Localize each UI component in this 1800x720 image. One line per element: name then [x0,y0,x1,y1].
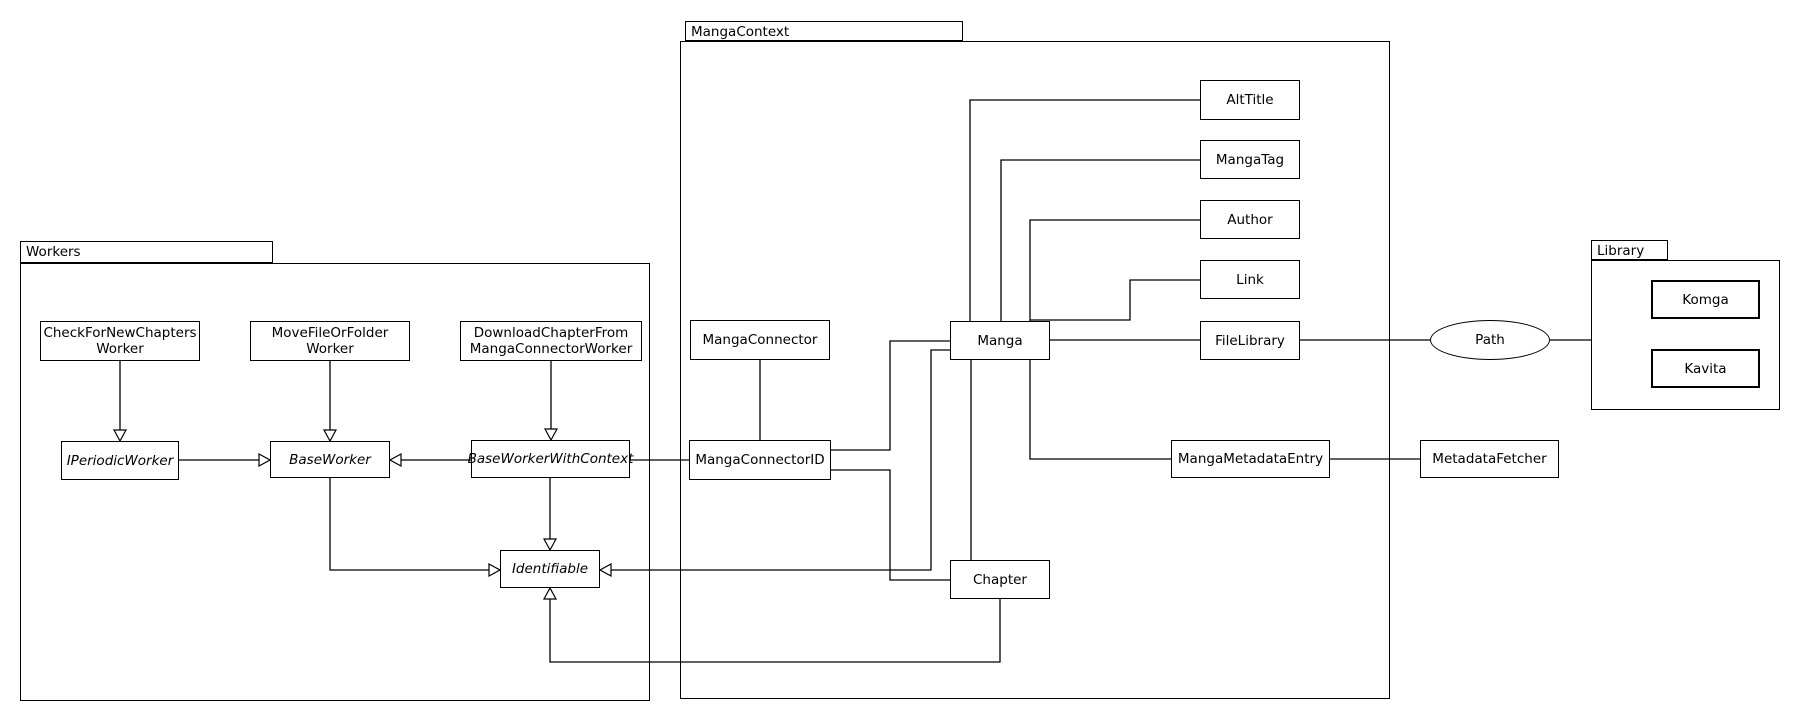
package-tab-workers: Workers [20,241,273,263]
class-checkfornewchaptersworker: CheckForNewChapters Worker [40,321,200,361]
edge-downloadworker-baseworkerwithcontext [543,361,559,442]
package-tab-library: Library [1591,240,1668,260]
class-label: Worker [96,341,144,357]
class-mangaconnector: MangaConnector [690,320,830,360]
class-label: MoveFileOrFolder [271,325,389,341]
edge-manga-mangametadataentry [1029,360,1171,460]
class-chapter: Chapter [950,560,1050,599]
interface-baseworker: BaseWorker [270,441,390,478]
class-label: MangaConnectorWorker [469,341,633,357]
class-label: DownloadChapterFrom [473,325,629,341]
ellipse-path: Path [1430,320,1550,360]
class-mangametadataentry: MangaMetadataEntry [1171,440,1330,478]
package-body-workers [20,263,650,701]
interface-iperiodicworker: IPeriodicWorker [61,441,179,480]
class-kavita: Kavita [1651,349,1760,388]
class-label: Worker [306,341,354,357]
edge-iperiodicworker-baseworker [179,452,272,468]
edge-manga-identifiable [598,349,950,578]
class-mangatag: MangaTag [1200,140,1300,179]
class-downloadchapterfrommangaconnectorworker: DownloadChapterFrom MangaConnectorWorker [460,321,642,361]
package-body-library [1591,260,1780,410]
class-filelibrary: FileLibrary [1200,321,1300,360]
class-link: Link [1200,260,1300,299]
class-metadatafetcher: MetadataFetcher [1420,440,1559,478]
interface-identifiable: Identifiable [500,550,600,588]
class-mangaconnectorid: MangaConnectorID [689,440,831,480]
edge-manga-mangatag [1000,159,1200,321]
class-komga: Komga [1651,280,1760,319]
class-manga: Manga [950,321,1050,360]
class-movefileorfolderworker: MoveFileOrFolder Worker [250,321,410,361]
edge-mangaconnectorid-manga [831,340,950,451]
package-body-mangacontext [680,41,1390,699]
interface-baseworkerwithcontext: BaseWorkerWithContext [468,440,633,478]
edge-baseworkerwithcontext-baseworker [388,452,471,468]
edge-manga-author [1029,219,1200,321]
edge-baseworker-identifiable [329,478,502,578]
edge-chapter-identifiable [542,586,1001,663]
package-tab-mangacontext: MangaContext [685,21,963,41]
edge-baseworkerwithcontext-identifiable [542,478,558,552]
edge-manga-alttitle [969,99,1200,321]
class-author: Author [1200,200,1300,239]
class-alttitle: AltTitle [1200,80,1300,120]
edge-mangaconnectorid-chapter [831,469,950,581]
edge-moveworker-baseworker [322,361,338,443]
class-label: CheckForNewChapters [43,325,197,341]
edge-manga-link [1030,279,1200,321]
edge-checkworker-iperiodicworker [112,361,128,443]
